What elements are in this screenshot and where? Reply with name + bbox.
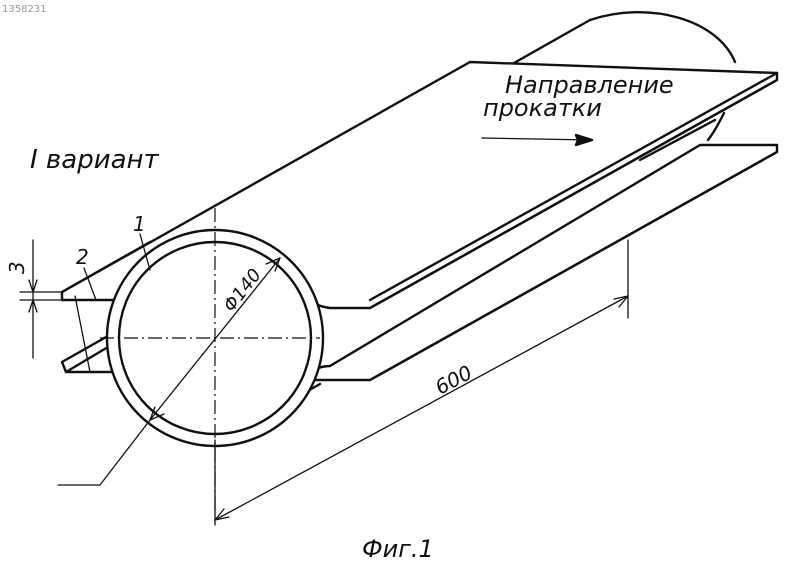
length-arrow-far xyxy=(614,296,628,307)
variant-label: I вариант xyxy=(30,145,160,175)
length-value: 600 xyxy=(431,360,476,399)
callout-2: 2 xyxy=(76,245,89,269)
length-arrow-near xyxy=(215,509,229,520)
diameter-leader xyxy=(58,420,150,485)
callout-1: 1 xyxy=(133,212,146,236)
drawing-code: 1358231 xyxy=(2,4,47,15)
thickness-value: 3 xyxy=(5,261,29,274)
figure-caption: Фиг.1 xyxy=(362,535,434,563)
cylinder-far-end xyxy=(590,12,735,62)
direction-label-line2: прокатки xyxy=(483,94,602,122)
